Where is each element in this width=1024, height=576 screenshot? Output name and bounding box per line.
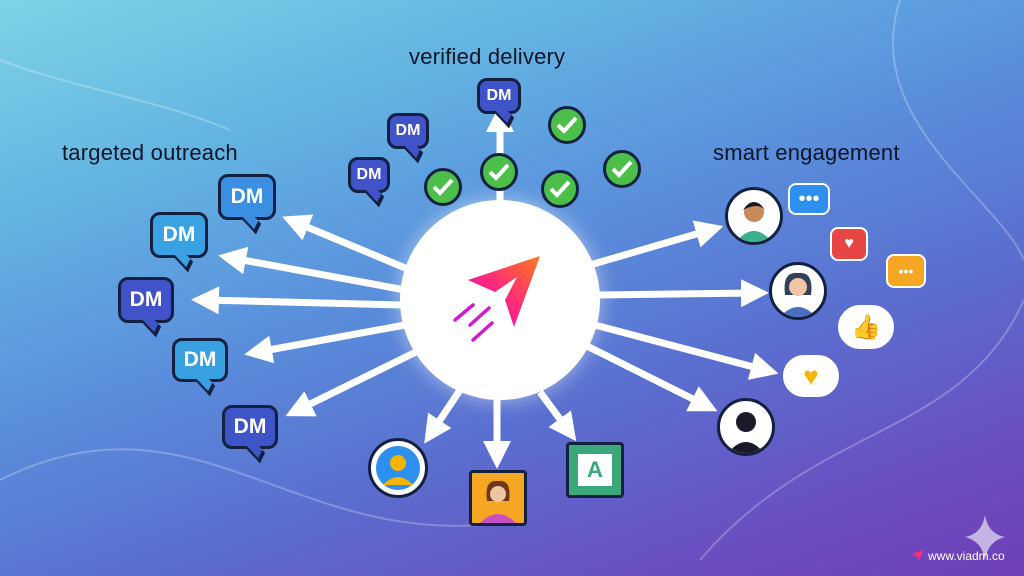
checkmark-icon <box>480 153 518 191</box>
central-hub <box>400 200 600 400</box>
app-tile: A <box>566 442 624 498</box>
connection-arrows <box>191 104 779 469</box>
chat-dots-icon: ••• <box>788 183 830 215</box>
footer-url-link[interactable]: www.viadm.co <box>928 549 1005 563</box>
heading-verified-delivery: verified delivery <box>409 44 566 69</box>
heart-yellow-icon: ♥ <box>783 355 839 397</box>
dm-bubble: DM <box>222 405 278 449</box>
user-avatar <box>725 187 783 245</box>
dm-bubble: DM <box>387 113 429 149</box>
footer-brand: www.viadm.co <box>910 549 1005 563</box>
app-tile-letter: A <box>578 454 612 486</box>
chat-bubble-icon: ••• <box>886 254 926 288</box>
heading-targeted-outreach: targeted outreach <box>62 140 238 165</box>
paper-plane-logo-icon <box>453 256 540 342</box>
heading-smart-engagement: smart engagement <box>713 140 900 165</box>
sparkle-icon <box>965 515 1005 560</box>
profile-card-avatar <box>469 470 527 526</box>
checkmark-icon <box>541 170 579 208</box>
dm-bubble: DM <box>118 277 174 323</box>
checkmark-icon <box>548 106 586 144</box>
heart-icon: ♥ <box>830 227 868 261</box>
dm-bubble: DM <box>172 338 228 382</box>
background-swooshes <box>0 0 1024 560</box>
dm-bubble: DM <box>150 212 208 258</box>
checkmark-icon <box>603 150 641 188</box>
checkmark-icon <box>424 168 462 206</box>
profile-avatar <box>368 438 428 498</box>
dm-bubble: DM <box>477 78 521 114</box>
dm-bubble: DM <box>218 174 276 220</box>
user-avatar <box>717 398 775 456</box>
dm-bubble: DM <box>348 157 390 193</box>
brand-logo-icon <box>912 550 923 561</box>
user-avatar <box>769 262 827 320</box>
thumbs-up-icon: 👍 <box>838 305 894 349</box>
